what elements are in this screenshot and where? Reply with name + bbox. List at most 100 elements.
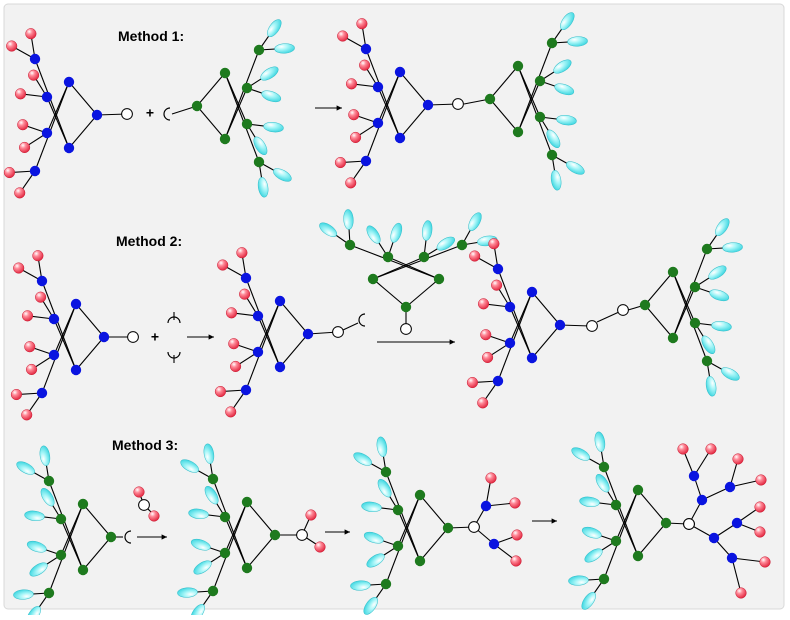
green-branch-node bbox=[380, 466, 392, 478]
blue-branch-node bbox=[240, 384, 252, 396]
green-branch-node bbox=[534, 111, 546, 123]
blue-branch-node bbox=[526, 286, 538, 298]
cyan-terminal-ellipsoid bbox=[26, 540, 47, 553]
cyan-terminal-ellipsoid bbox=[550, 170, 562, 191]
cyan-terminal-ellipsoid bbox=[260, 66, 279, 81]
green-branch-node bbox=[219, 547, 231, 559]
cyan-terminal-ellipsoid bbox=[711, 321, 732, 332]
red-terminal-sphere bbox=[356, 18, 368, 30]
bond-line bbox=[212, 501, 248, 592]
green-branch-node bbox=[77, 498, 89, 510]
blue-branch-node bbox=[504, 337, 516, 349]
red-terminal-sphere bbox=[732, 453, 744, 465]
cyan-terminal-ellipsoid bbox=[376, 436, 388, 457]
bond-line bbox=[82, 536, 112, 571]
linker-ring bbox=[586, 320, 598, 332]
cyan-terminal-ellipsoid bbox=[390, 222, 403, 243]
bond-line bbox=[637, 522, 667, 557]
green-branch-node bbox=[191, 100, 203, 112]
red-terminal-sphere bbox=[217, 259, 229, 271]
bond-line bbox=[517, 65, 541, 118]
hook-connector bbox=[124, 530, 132, 544]
green-branch-node bbox=[253, 156, 265, 168]
bond-line bbox=[224, 87, 248, 140]
bond-line bbox=[497, 291, 533, 382]
blue-branch-node bbox=[688, 470, 700, 482]
cyan-terminal-ellipsoid bbox=[40, 488, 55, 507]
bond-line bbox=[615, 504, 639, 557]
cyan-terminal-ellipsoid bbox=[553, 59, 572, 74]
bond-line bbox=[75, 336, 105, 371]
red-terminal-sphere bbox=[482, 351, 494, 364]
bond-line bbox=[75, 303, 105, 338]
cyan-terminal-ellipsoid bbox=[581, 526, 602, 539]
cyan-terminal-ellipsoid bbox=[436, 236, 455, 251]
red-terminal-sphere bbox=[466, 376, 478, 389]
bond-line bbox=[224, 516, 248, 569]
green-branch-node bbox=[392, 504, 404, 516]
bond-line bbox=[731, 557, 742, 594]
red-terminal-sphere bbox=[334, 156, 346, 169]
cyan-terminal-ellipsoid bbox=[16, 461, 35, 475]
cyan-terminal-ellipsoid bbox=[705, 376, 717, 397]
green-branch-node bbox=[418, 251, 430, 263]
reaction-arrow-head bbox=[208, 334, 214, 340]
linker-ring bbox=[400, 323, 412, 335]
green-branch-node bbox=[380, 578, 392, 590]
red-terminal-sphere bbox=[305, 509, 317, 521]
cyan-terminal-ellipsoid bbox=[581, 591, 596, 610]
bond-line bbox=[397, 494, 421, 547]
red-terminal-sphere bbox=[148, 510, 160, 522]
bond-line bbox=[377, 86, 401, 139]
green-branch-node bbox=[667, 332, 679, 344]
bond-line bbox=[279, 333, 309, 368]
hook-connector bbox=[163, 107, 171, 121]
red-terminal-sphere bbox=[236, 247, 248, 259]
linker-ring bbox=[138, 499, 150, 511]
bond-line bbox=[46, 96, 70, 149]
hook-connector bbox=[167, 351, 181, 359]
green-branch-node bbox=[55, 513, 67, 525]
cyan-terminal-ellipsoid bbox=[584, 548, 603, 563]
red-terminal-sphere bbox=[25, 28, 37, 40]
red-terminal-sphere bbox=[230, 360, 242, 373]
cyan-terminal-ellipsoid bbox=[193, 560, 212, 575]
cyan-terminal-ellipsoid bbox=[594, 431, 606, 452]
cyan-terminal-ellipsoid bbox=[560, 12, 575, 31]
cyan-terminal-ellipsoid bbox=[361, 501, 382, 512]
green-branch-node bbox=[382, 251, 394, 263]
cyan-terminal-ellipsoid bbox=[363, 596, 378, 615]
green-branch-node bbox=[241, 118, 253, 130]
plus-sign: + bbox=[151, 329, 159, 345]
bond-line bbox=[365, 71, 401, 162]
cyan-terminal-ellipsoid bbox=[13, 589, 34, 600]
cyan-terminal-ellipsoid bbox=[366, 553, 385, 568]
red-terminal-sphere bbox=[13, 262, 25, 274]
bond-line bbox=[257, 315, 281, 368]
cyan-terminal-ellipsoid bbox=[568, 575, 589, 586]
red-terminal-sphere bbox=[21, 310, 34, 322]
bond-line bbox=[517, 42, 553, 133]
green-branch-node bbox=[598, 461, 610, 473]
red-terminal-sphere bbox=[509, 497, 521, 509]
red-terminal-sphere bbox=[469, 250, 481, 262]
red-terminal-sphere bbox=[214, 385, 226, 398]
bond-line bbox=[68, 114, 98, 149]
bond-line bbox=[196, 72, 226, 107]
cyan-terminal-ellipsoid bbox=[188, 508, 209, 519]
blue-branch-node bbox=[63, 142, 75, 154]
red-terminal-sphere bbox=[755, 474, 767, 486]
reaction-arrow-head bbox=[344, 529, 350, 535]
bond-line bbox=[365, 48, 401, 139]
linker-ring bbox=[127, 331, 139, 343]
green-branch-node bbox=[219, 67, 231, 79]
green-branch-node bbox=[207, 585, 219, 597]
reaction-arrow-head bbox=[161, 534, 167, 540]
red-terminal-sphere bbox=[24, 341, 36, 353]
red-terminal-sphere bbox=[485, 472, 497, 484]
red-terminal-sphere bbox=[480, 329, 492, 341]
blue-branch-node bbox=[41, 127, 53, 139]
green-branch-node bbox=[207, 473, 219, 485]
red-terminal-sphere bbox=[511, 529, 523, 541]
cyan-terminal-ellipsoid bbox=[253, 136, 268, 155]
